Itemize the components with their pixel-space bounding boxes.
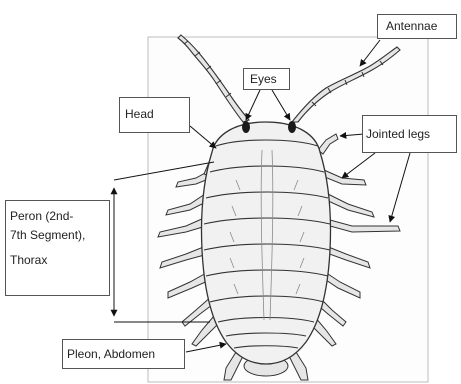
- head-label: Head: [119, 97, 190, 133]
- eyes-label: Eyes: [243, 68, 290, 90]
- peron-label-line-1: Peron (2nd-: [10, 207, 105, 226]
- pleon-abdomen-label: Pleon, Abdomen: [62, 339, 185, 369]
- right-eye: [288, 121, 296, 133]
- jointed-legs-label: Jointed legs: [362, 115, 457, 153]
- body-outline: [201, 122, 330, 364]
- peron-label-line-2: 7th Segment),: [10, 226, 105, 245]
- antennae-label: Antennae: [377, 14, 457, 39]
- peron-label-line-3: Thorax: [10, 251, 105, 270]
- left-eye: [242, 121, 250, 133]
- peron-thorax-label: Peron (2nd- 7th Segment), Thorax: [5, 200, 110, 296]
